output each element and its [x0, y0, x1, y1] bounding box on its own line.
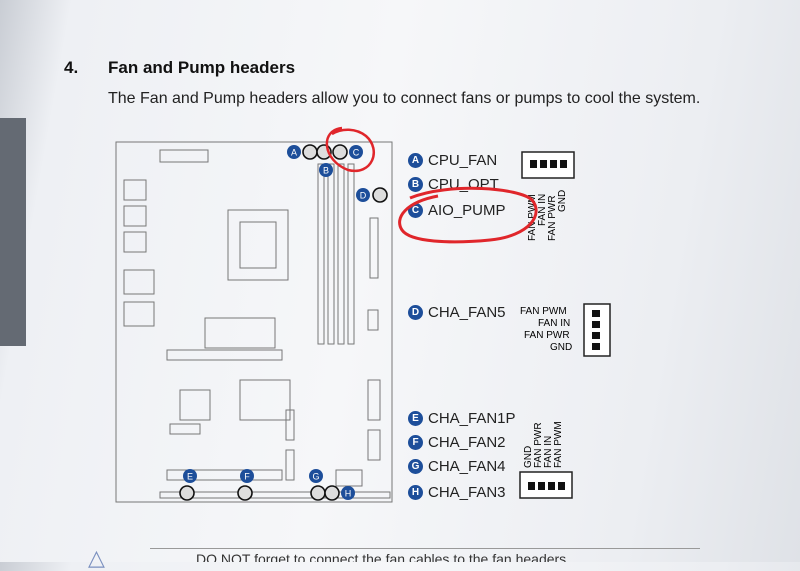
board-badge-a	[287, 145, 301, 159]
badge-b: B	[408, 176, 423, 192]
badge-a: A	[408, 152, 423, 168]
board-badge-e-label: E	[187, 472, 193, 482]
badge-h: H	[408, 484, 423, 500]
pinout-diagram-bottom: GND FAN PWR FAN IN FAN PWM	[519, 421, 573, 499]
board-outline	[115, 141, 393, 503]
pin-label-mid-1: FAN PWM	[520, 306, 567, 317]
board-badge-b-label: B	[323, 166, 329, 176]
board-badge-h	[341, 486, 355, 500]
pinout-diagram-middle: FAN PWM FAN IN FAN PWR GND	[520, 303, 611, 357]
pin-label-top-2: FAN IN	[537, 194, 548, 226]
pin-label-mid-4: GND	[550, 342, 572, 353]
header-label-cha-fan3: H CHA_FAN3	[408, 482, 506, 502]
header-name: CHA_FAN5	[428, 303, 506, 321]
board-badge-a-label: A	[291, 148, 297, 158]
footer-note: DO NOT forget to connect the fan cables …	[196, 551, 571, 562]
pin-label-bot-3: FAN IN	[543, 436, 554, 468]
section-number: 4.	[64, 58, 79, 77]
badge-e: E	[408, 410, 423, 426]
board-badge-d-label: D	[360, 191, 367, 201]
pin-label-bot-2: FAN PWR	[533, 422, 544, 468]
pin-label-top-3: FAN PWR	[547, 195, 558, 241]
badge-f: F	[408, 434, 423, 450]
divider	[150, 548, 700, 549]
header-label-cha-fan4: G CHA_FAN4	[408, 456, 506, 476]
header-name: CHA_FAN2	[428, 433, 506, 451]
header-name: CHA_FAN3	[428, 483, 506, 501]
board-badge-f-label: F	[244, 472, 250, 482]
pin-label-mid-3: FAN PWR	[524, 330, 570, 341]
board-badge-c-label: C	[353, 148, 360, 158]
motherboard-diagram: A B C D E F G H	[115, 126, 393, 503]
board-badge-c	[349, 145, 363, 159]
pin-label-bot-4: FAN PWM	[553, 421, 564, 468]
section-description: The Fan and Pump headers allow you to co…	[108, 90, 701, 107]
chapter-tab	[0, 118, 26, 346]
red-annotation-board	[325, 126, 376, 173]
header-label-cha-fan5: D CHA_FAN5	[408, 302, 506, 322]
pinout-diagram-top: FAN PWM FAN IN FAN PWR GND	[521, 151, 575, 241]
header-label-cha-fan2: F CHA_FAN2	[408, 432, 506, 452]
board-badge-h-label: H	[345, 489, 352, 499]
board-badge-d	[356, 188, 370, 202]
header-name: CHA_FAN4	[428, 457, 506, 475]
cpu-socket	[227, 209, 289, 281]
header-name: CPU_FAN	[428, 151, 498, 169]
pin-label-top-1: FAN PWM	[527, 194, 538, 241]
board-badge-b	[319, 163, 333, 177]
badge-d: D	[408, 304, 423, 320]
header-name: AIO_PUMP	[428, 201, 506, 219]
red-annotation-aio-pump	[398, 186, 538, 244]
pin-label-top-4: GND	[557, 190, 568, 212]
header-label-cha-fan1p: E CHA_FAN1P	[408, 408, 516, 428]
warning-icon: △	[88, 545, 105, 570]
header-label-cpu-fan: A CPU_FAN	[408, 150, 497, 170]
board-badge-g	[309, 469, 323, 483]
board-badge-f	[240, 469, 254, 483]
pin-label-bot-1: GND	[523, 446, 534, 468]
section-title: Fan and Pump headers	[108, 58, 296, 77]
board-badge-g-label: G	[312, 472, 319, 482]
header-name: CHA_FAN1P	[428, 409, 516, 427]
badge-g: G	[408, 458, 423, 474]
board-badge-e	[183, 469, 197, 483]
pin-label-mid-2: FAN IN	[538, 318, 570, 329]
